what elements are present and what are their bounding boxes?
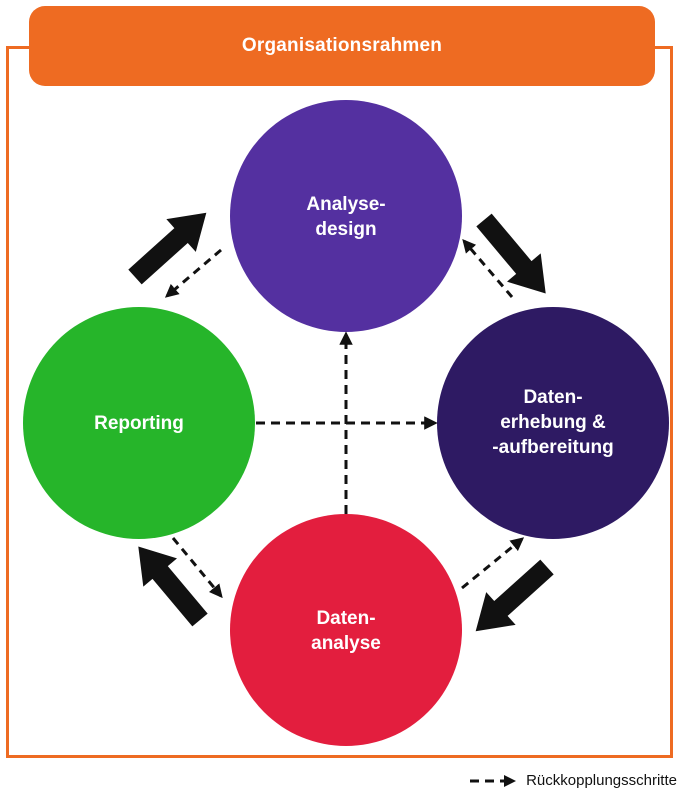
- process-arrow-datenanalyse-to-reporting: [138, 546, 208, 627]
- dashed-arrow-icon: [470, 774, 517, 787]
- node-analysedesign-label: Analyse- design: [306, 194, 386, 240]
- process-arrow-datenerhebung-to-datenanalyse: [475, 559, 554, 632]
- header-title: Organisationsrahmen: [241, 35, 443, 56]
- feedback-arrow-datenerhebung-to-analysedesign: [462, 238, 514, 298]
- legend: Rückkopplungsschritte: [468, 772, 677, 789]
- node-datenanalyse-circle: [230, 514, 462, 746]
- legend-label: Rückkopplungsschritte: [526, 772, 677, 789]
- node-analysedesign-circle: [230, 100, 462, 332]
- node-datenerhebung-circle: [437, 307, 669, 539]
- feedback-arrow-reporting-to-datenanalyse: [171, 537, 223, 599]
- feedback-arrow-datenanalyse-to-datenerhebung: [461, 537, 525, 590]
- node-reporting-label: Reporting: [94, 413, 184, 434]
- node-datenanalyse-label: Daten- analyse: [311, 608, 381, 654]
- process-arrow-reporting-to-analysedesign: [128, 212, 207, 285]
- header-banner: Organisationsrahmen: [29, 6, 655, 86]
- node-datenerhebung-label: Daten- erhebung & -aufbereitung: [492, 387, 614, 458]
- process-arrow-analysedesign-to-datenerhebung: [476, 213, 546, 294]
- feedback-arrow-analysedesign-to-reporting: [164, 248, 222, 298]
- node-reporting-circle: [23, 307, 255, 539]
